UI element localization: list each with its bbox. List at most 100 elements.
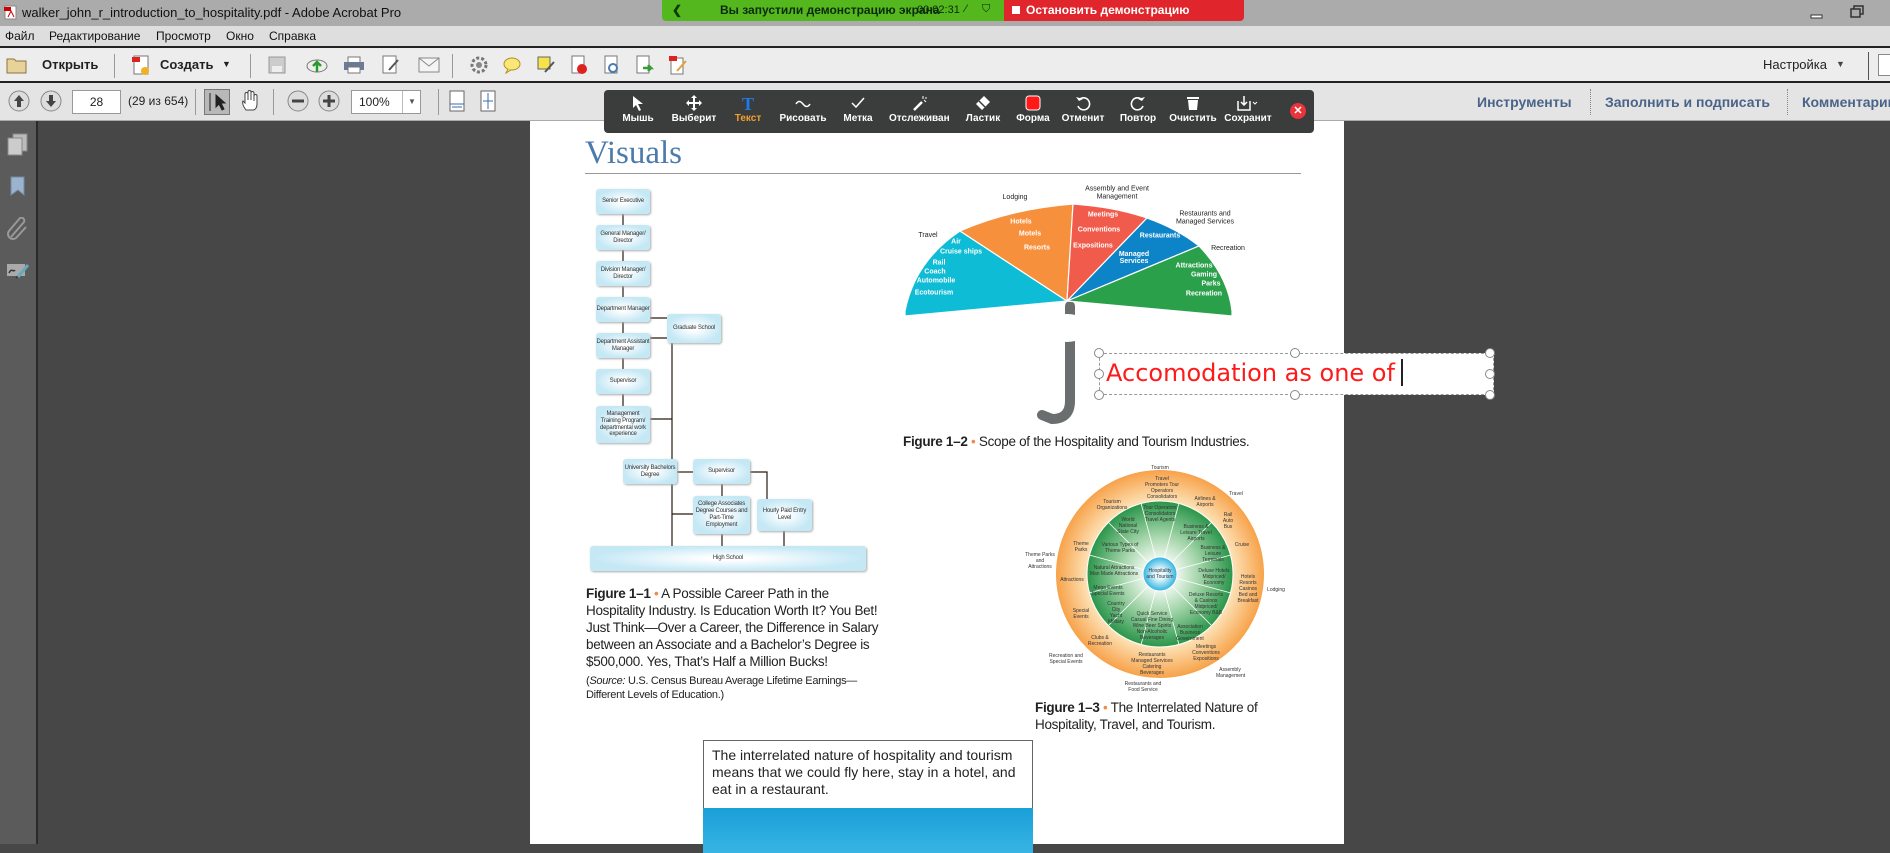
- wheel-center: [1142, 556, 1178, 592]
- gear-icon[interactable]: [468, 54, 490, 76]
- tools-pane-link[interactable]: Инструменты: [1477, 94, 1572, 110]
- pdf-page: Visuals Senior Executive General Manager…: [530, 121, 1344, 853]
- replace-page-icon[interactable]: [601, 54, 623, 76]
- bookmarks-icon[interactable]: [9, 175, 27, 200]
- umbrella-label: Travel: [918, 232, 938, 240]
- zoom-select[interactable]: 100% ▼: [351, 90, 421, 114]
- comment-pane-link[interactable]: Комментарии: [1802, 94, 1890, 110]
- fit-width-icon[interactable]: [477, 90, 499, 112]
- highlight-text-icon[interactable]: [535, 54, 557, 76]
- share-message: Вы запустили демонстрацию экрана: [720, 3, 940, 17]
- menu-file[interactable]: Файл: [5, 29, 35, 43]
- cursor-icon: [633, 96, 643, 111]
- menu-help[interactable]: Справка: [269, 29, 317, 43]
- open-button[interactable]: Открыть: [6, 52, 98, 78]
- fill-sign-pane-link[interactable]: Заполнить и подписать: [1605, 94, 1770, 110]
- zoom-out-icon[interactable]: [287, 90, 309, 112]
- org-box: High School: [590, 546, 866, 571]
- email-icon[interactable]: [418, 54, 440, 76]
- text-icon: T: [742, 95, 754, 111]
- create-label: Создать: [160, 57, 214, 72]
- org-box: Department Assistant Manager: [596, 333, 650, 358]
- chevron-down-icon[interactable]: ▼: [402, 91, 421, 113]
- menu-window[interactable]: Окно: [226, 29, 254, 43]
- wheel-label: Business & Leisure Terminals: [1200, 545, 1226, 563]
- org-box: University Bachelors Degree: [623, 459, 677, 484]
- annotation-text-box[interactable]: Accomodation as one of: [1094, 348, 1495, 400]
- extract-page-icon[interactable]: [634, 54, 656, 76]
- screen-share-banner: ❮ Вы запустили демонстрацию экрана 00:02…: [662, 0, 1004, 21]
- upload-cloud-icon[interactable]: [306, 54, 328, 76]
- page-number-input[interactable]: 28: [72, 90, 121, 114]
- restore-icon[interactable]: [1850, 5, 1864, 22]
- tool-save[interactable]: Сохранит: [1220, 90, 1276, 133]
- figure-1-3-caption: Figure 1–3 • The Interrelated Nature of …: [1035, 700, 1258, 732]
- resize-handle[interactable]: [1094, 348, 1104, 358]
- wheel-spoke: [1108, 585, 1149, 626]
- resize-handle[interactable]: [1485, 369, 1495, 379]
- tool-stamp[interactable]: Метка: [830, 90, 886, 133]
- close-icon[interactable]: ✕: [1290, 103, 1306, 119]
- zoom-in-icon[interactable]: [318, 90, 340, 112]
- tool-mouse[interactable]: Мышь: [610, 90, 666, 133]
- navigation-pane: [0, 121, 38, 844]
- umbrella-item: Recreation: [1185, 290, 1223, 298]
- collapse-icon[interactable]: ❮: [672, 3, 683, 17]
- page-count: (29 из 654): [128, 94, 189, 108]
- resize-handle[interactable]: [1290, 348, 1300, 358]
- signatures-icon[interactable]: [6, 262, 30, 283]
- customize-dropdown-icon[interactable]: ▼: [1836, 59, 1845, 69]
- tool-format[interactable]: Форма: [1005, 90, 1061, 133]
- create-button[interactable]: Создать ▼: [130, 52, 231, 78]
- tool-select[interactable]: Выберит: [666, 90, 722, 133]
- figure-1-2-caption: Figure 1–2 • Scope of the Hospitality an…: [903, 434, 1250, 449]
- save-icon[interactable]: [266, 54, 288, 76]
- tool-clear[interactable]: Очистить: [1165, 90, 1221, 133]
- resize-handle[interactable]: [1094, 369, 1104, 379]
- umbrella-label: Lodging: [1002, 194, 1028, 202]
- umbrella-item: Coach: [924, 268, 946, 276]
- tool-eraser[interactable]: Ластик: [955, 90, 1011, 133]
- mic-muted-icon[interactable]: ⁄: [965, 3, 967, 15]
- attachments-icon[interactable]: [7, 216, 29, 244]
- umbrella-item: Meetings: [1087, 211, 1119, 219]
- next-page-icon[interactable]: [40, 90, 62, 112]
- wheel-label: Meetings Conventions Expositions: [1192, 644, 1220, 662]
- edit-form-icon[interactable]: [667, 54, 689, 76]
- hand-tool-icon[interactable]: [239, 90, 261, 112]
- panel-toggle-icon[interactable]: [1878, 54, 1890, 76]
- menu-edit[interactable]: Редактирование: [49, 29, 141, 43]
- org-box: Management Training Program/ departmenta…: [596, 406, 650, 443]
- wheel-spoke: [1164, 503, 1180, 558]
- fit-page-icon[interactable]: [446, 90, 468, 112]
- tool-undo[interactable]: Отменит: [1055, 90, 1111, 133]
- previous-page-icon[interactable]: [8, 90, 30, 112]
- text-caret: [1400, 359, 1403, 386]
- resize-handle[interactable]: [1094, 390, 1104, 400]
- wheel-label: Business & Leisure Travel Airports: [1180, 524, 1212, 542]
- menu-view[interactable]: Просмотр: [156, 29, 211, 43]
- annotation-text[interactable]: Accomodation as one of: [1106, 359, 1395, 387]
- minimize-icon[interactable]: [1810, 9, 1824, 23]
- resize-handle[interactable]: [1485, 390, 1495, 400]
- customize-label[interactable]: Настройка: [1763, 57, 1827, 72]
- wheel-spoke: [1171, 522, 1212, 563]
- print-icon[interactable]: [343, 54, 365, 76]
- figure-1-1-caption: Figure 1–1 • A Possible Career Path in t…: [586, 586, 879, 669]
- edit-document-icon[interactable]: [380, 54, 402, 76]
- stop-share-button[interactable]: Остановить демонстрацию: [1004, 0, 1244, 21]
- resize-handle[interactable]: [1485, 348, 1495, 358]
- figure-1-1-caption-block: Figure 1–1 • A Possible Career Path in t…: [586, 585, 886, 702]
- tool-spotlight[interactable]: Отслеживан: [889, 90, 950, 133]
- umbrella-item: Restaurants: [1139, 232, 1181, 240]
- comment-icon[interactable]: [501, 54, 523, 76]
- delete-page-icon[interactable]: [568, 54, 590, 76]
- select-tool-icon[interactable]: [204, 89, 230, 115]
- tool-draw[interactable]: Рисовать: [775, 90, 831, 133]
- page-thumbnails-icon[interactable]: [7, 133, 29, 160]
- tool-redo[interactable]: Повтор: [1110, 90, 1166, 133]
- wheel-label: Recreation and Special Events: [1049, 653, 1083, 665]
- resize-handle[interactable]: [1290, 390, 1300, 400]
- menu-bar: Файл Редактирование Просмотр Окно Справк…: [0, 26, 1890, 46]
